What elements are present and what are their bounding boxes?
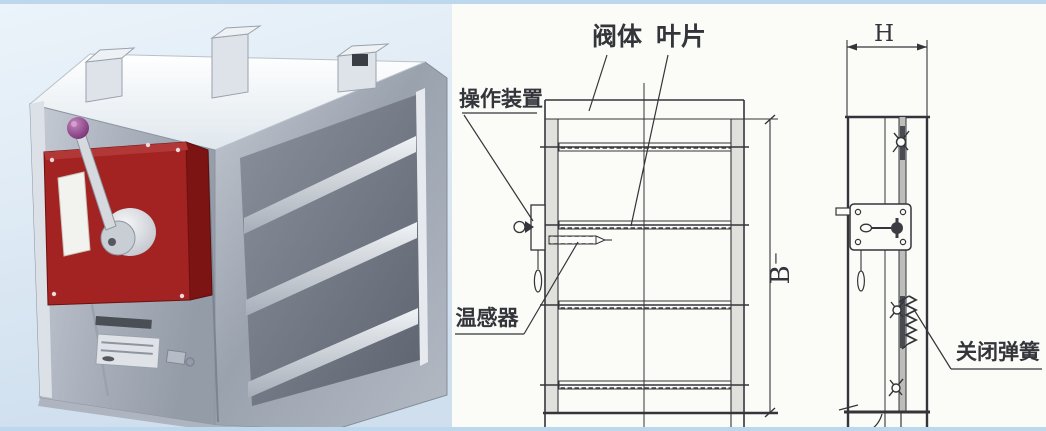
dim-tick xyxy=(764,407,776,418)
blade-row-1 xyxy=(540,142,749,152)
temperature-sensor-element xyxy=(548,235,612,245)
mounting-bracket-2-top xyxy=(210,25,262,39)
frame-lip-highlight xyxy=(416,88,428,366)
fusible-link-fitting xyxy=(165,349,195,367)
actuator-hub xyxy=(100,220,136,256)
leader-operating-device xyxy=(463,114,534,222)
nameplate-line xyxy=(101,341,154,347)
blade-shaft-fill xyxy=(899,117,906,413)
control-box-label xyxy=(57,171,91,257)
control-box-rivets xyxy=(49,142,185,299)
mounting-bracket-1-top xyxy=(84,47,136,63)
dimension-B xyxy=(764,114,776,418)
fire-damper-photo xyxy=(0,0,452,431)
side-view xyxy=(835,40,1042,431)
left-panel-edge-highlight xyxy=(30,101,52,398)
damper-blade-3 xyxy=(248,308,418,398)
fusible-link-drop xyxy=(533,269,543,293)
fitting-body xyxy=(165,349,187,365)
pivot-nut xyxy=(895,136,907,148)
drawing-linework xyxy=(455,40,1042,431)
knob-highlight xyxy=(71,121,77,127)
left-channel-fill xyxy=(546,119,558,413)
label-dim-B: B⁻ xyxy=(766,252,796,285)
middle-pivot xyxy=(889,300,905,319)
rivet xyxy=(175,147,181,153)
rivet xyxy=(51,291,57,297)
dim-tick xyxy=(764,114,776,125)
nameplate-hole xyxy=(102,356,115,362)
pivot-nut xyxy=(892,305,902,315)
bottom-pivot xyxy=(888,378,904,397)
shaft-dark-segment xyxy=(900,296,905,348)
right-channel-fill xyxy=(731,119,743,413)
label-temperature-sensor: 温感器 xyxy=(456,306,520,330)
nameplate-line xyxy=(100,349,153,355)
side-stub xyxy=(835,207,851,216)
spring-hook xyxy=(898,295,910,303)
bottom-tick xyxy=(838,404,859,411)
leader-valve-body xyxy=(588,54,608,112)
handle-hub xyxy=(891,222,903,234)
arrowhead-right xyxy=(917,43,927,51)
rivet xyxy=(145,142,151,148)
label-blade: 叶片 xyxy=(656,23,706,51)
top-pivot xyxy=(892,130,910,153)
dimension-H xyxy=(846,40,928,117)
fusible-link-drop xyxy=(856,270,865,292)
sensor-body xyxy=(548,235,597,245)
page-border-bottom xyxy=(0,427,1046,431)
damper-blade-2 xyxy=(246,222,417,316)
label-closing-spring: 关闭弹簧 xyxy=(956,340,1040,364)
rivet xyxy=(179,293,185,299)
blade-row-3 xyxy=(540,300,749,310)
nameplate xyxy=(95,333,161,369)
spring-coil xyxy=(903,295,919,345)
operating-device-knob xyxy=(513,220,526,234)
drawing-labels: 阀体 叶片 操作装置 温感器 关闭弹簧 H B⁻ xyxy=(456,21,1041,364)
bottom-flange xyxy=(38,398,330,431)
front-view xyxy=(455,54,778,431)
fitting-ring xyxy=(185,357,195,367)
closing-spring xyxy=(898,295,919,350)
leader-closing-spring xyxy=(912,307,952,370)
handle-knob xyxy=(859,223,873,233)
plate-bolt xyxy=(854,208,862,216)
blade-row-2 xyxy=(540,220,749,230)
fire-damper-illustration xyxy=(0,0,452,431)
leader-blade xyxy=(630,54,669,227)
operating-device-cone xyxy=(525,221,534,233)
rivet xyxy=(49,157,55,163)
label-dim-H: H xyxy=(874,21,894,47)
bracket-slot xyxy=(352,54,368,66)
hub-center-bolt xyxy=(108,238,116,246)
mounting-brackets xyxy=(84,25,390,103)
plate-bolt xyxy=(899,238,907,246)
page-border-top xyxy=(0,0,1046,4)
pivot-nut xyxy=(891,383,901,393)
mounting-bracket-3-top xyxy=(336,43,390,57)
label-operating-device: 操作装置 xyxy=(459,87,543,111)
sensor-tip xyxy=(595,235,607,245)
lower-slot xyxy=(95,316,152,329)
leader-temperature-sensor xyxy=(523,241,579,335)
damper-blade-1 xyxy=(244,136,416,234)
plate-bolt xyxy=(854,238,862,246)
control-box-top-highlight xyxy=(44,142,188,160)
blade-row-4 xyxy=(540,380,749,390)
plate-bolt xyxy=(899,208,907,216)
arrowhead-left xyxy=(847,43,857,51)
label-valve-body: 阀体 xyxy=(592,23,643,51)
spring-hook-bottom xyxy=(901,343,909,350)
